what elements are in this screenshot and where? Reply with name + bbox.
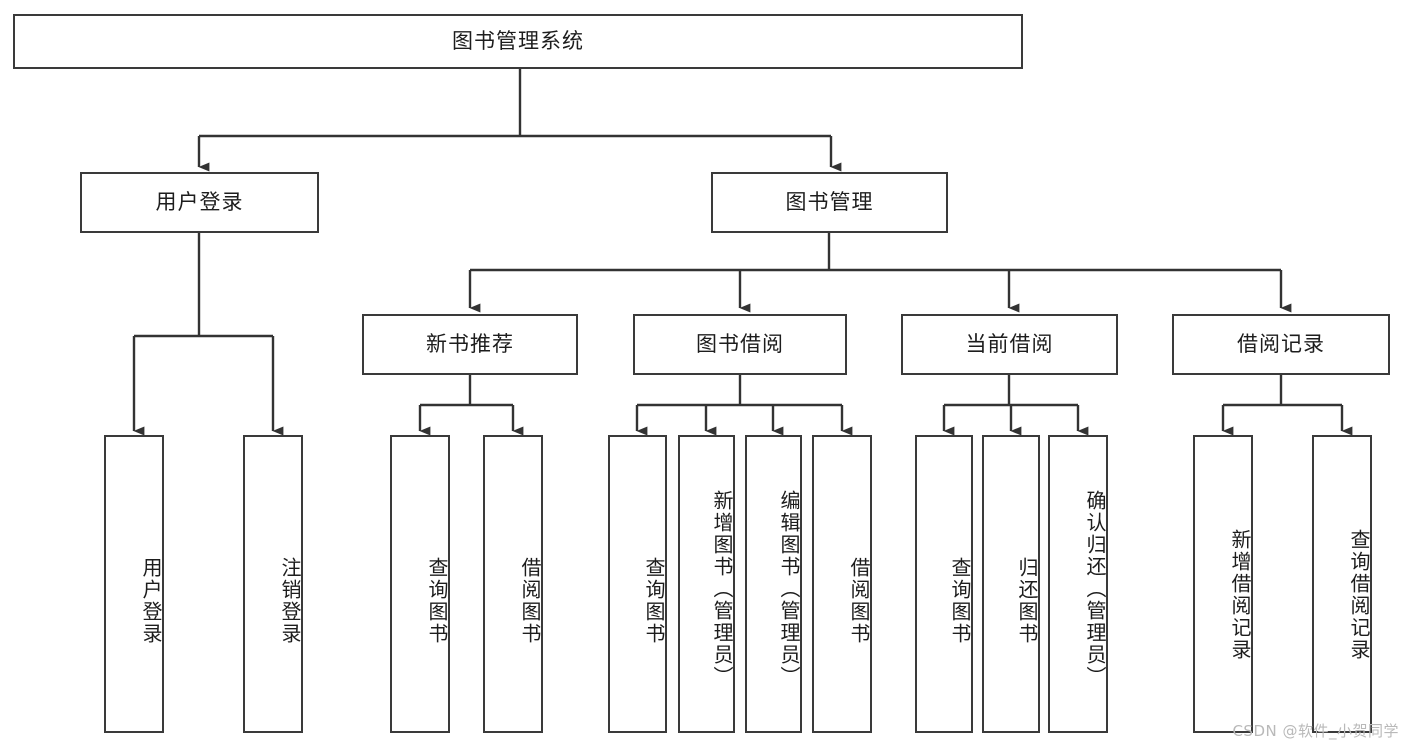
node-user-login[interactable]: 用户登录 [80,172,319,233]
node-label: 注销登录 [278,557,302,645]
node-book-borrowing[interactable]: 图书借阅 [633,314,847,375]
node-label: 当前借阅 [965,331,1054,356]
node-label: 新增图书（管理员） [710,490,734,688]
node-book-management[interactable]: 图书管理 [711,172,948,233]
leaf-borrow-book-borrow[interactable]: 借阅图书 [812,435,872,733]
node-borrowing-record[interactable]: 借阅记录 [1172,314,1390,375]
leaf-query-book-newbook[interactable]: 查询图书 [390,435,450,733]
node-label: 借阅记录 [1237,331,1325,356]
node-label: 图书管理 [785,189,874,214]
node-label: 查询图书 [948,557,972,645]
leaf-add-book-admin[interactable]: 新增图书（管理员） [678,435,735,733]
node-label: 查询图书 [425,557,449,645]
node-label: 新书推荐 [426,331,514,356]
leaf-user-login[interactable]: 用户登录 [104,435,164,733]
leaf-return-book[interactable]: 归还图书 [982,435,1040,733]
leaf-query-book-current[interactable]: 查询图书 [915,435,973,733]
leaf-borrow-book-newbook[interactable]: 借阅图书 [483,435,543,733]
node-label: 借阅图书 [847,557,871,645]
leaf-query-borrow-record[interactable]: 查询借阅记录 [1312,435,1372,733]
leaf-add-borrow-record[interactable]: 新增借阅记录 [1193,435,1253,733]
node-label: 图书借阅 [696,331,784,356]
node-new-book-recommendation[interactable]: 新书推荐 [362,314,578,375]
node-label: 新增借阅记录 [1228,529,1252,661]
node-label: 确认归还（管理员） [1083,490,1107,688]
leaf-logout[interactable]: 注销登录 [243,435,303,733]
node-label: 编辑图书（管理员） [777,490,801,688]
leaf-edit-book-admin[interactable]: 编辑图书（管理员） [745,435,802,733]
node-current-borrowing[interactable]: 当前借阅 [901,314,1118,375]
node-label: 查询图书 [642,557,666,645]
node-label: 用户登录 [155,189,244,214]
node-label: 图书管理系统 [452,28,584,53]
leaf-confirm-return-admin[interactable]: 确认归还（管理员） [1048,435,1108,733]
node-label: 借阅图书 [518,557,542,645]
leaf-query-book-borrow[interactable]: 查询图书 [608,435,667,733]
node-label: 查询借阅记录 [1347,529,1371,661]
node-label: 归还图书 [1015,557,1039,645]
node-label: 用户登录 [139,557,163,645]
node-root-book-management-system[interactable]: 图书管理系统 [13,14,1023,69]
